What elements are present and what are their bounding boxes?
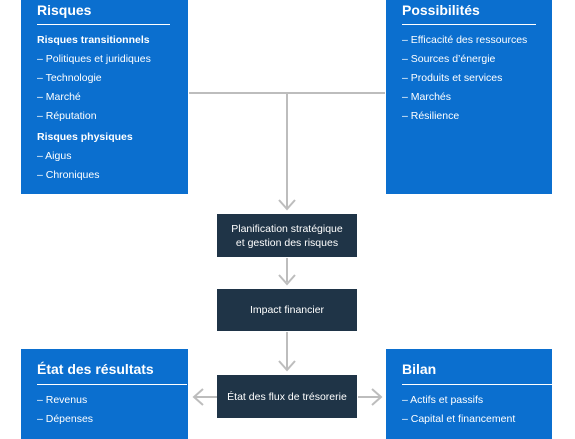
income-statement-box: État des résultats – Revenus – Dépenses — [21, 349, 188, 439]
income-statement-title-rule — [37, 384, 187, 385]
financial-impact-box: Impact financier — [217, 289, 357, 331]
risk-item-acute: – Aigus — [37, 150, 72, 162]
strategic-planning-line1: Planification stratégique — [231, 222, 343, 235]
opportunity-item-markets: – Marchés — [402, 91, 452, 103]
strategic-planning-line2: et gestion des risques — [235, 236, 339, 249]
arrowhead-down-3 — [278, 360, 296, 372]
opportunity-item-resource-efficiency: – Efficacité des ressources — [402, 34, 528, 46]
income-item-expenses: – Dépenses — [37, 413, 94, 425]
physical-risks-heading: Risques physiques — [37, 131, 133, 143]
balance-item-capital-financing: – Capital et financement — [402, 413, 516, 425]
risks-title-rule — [37, 24, 170, 25]
arrowhead-down-2 — [278, 274, 296, 286]
income-item-revenues: – Revenus — [37, 394, 88, 406]
risk-item-chronic: – Chroniques — [37, 169, 100, 181]
balance-sheet-title-rule — [402, 384, 552, 385]
balance-sheet-title: Bilan — [402, 361, 437, 377]
risk-item-reputation: – Réputation — [37, 110, 97, 122]
income-statement-title: État des résultats — [37, 361, 154, 377]
opportunities-box: Possibilités – Efficacité des ressources… — [386, 0, 552, 194]
financial-impact-label: Impact financier — [249, 304, 325, 316]
arrowhead-left — [192, 388, 204, 406]
cash-flow-statement-label: État des flux de trésorerie — [227, 390, 347, 403]
risks-title: Risques — [37, 2, 92, 18]
arrowhead-down-1 — [278, 199, 296, 211]
opportunities-title: Possibilités — [402, 2, 480, 18]
opportunity-item-energy-sources: – Sources d’énergie — [402, 53, 496, 65]
risk-item-policy-legal: – Politiques et juridiques — [37, 53, 151, 65]
strategic-planning-box: Planification stratégique et gestion des… — [217, 214, 357, 257]
risk-item-market: – Marché — [37, 91, 81, 103]
balance-item-assets-liabilities: – Actifs et passifs — [402, 394, 484, 406]
cash-flow-statement-box: État des flux de trésorerie — [217, 375, 357, 418]
risks-box: Risques Risques transitionnels – Politiq… — [21, 0, 188, 194]
opportunities-title-rule — [402, 24, 536, 25]
risk-item-technology: – Technologie — [37, 72, 102, 84]
opportunity-item-products-services: – Produits et services — [402, 72, 503, 84]
balance-sheet-box: Bilan – Actifs et passifs – Capital et f… — [386, 349, 552, 439]
transition-risks-heading: Risques transitionnels — [37, 34, 150, 46]
arrowhead-right — [371, 388, 383, 406]
opportunity-item-resilience: – Résilience — [402, 110, 460, 122]
